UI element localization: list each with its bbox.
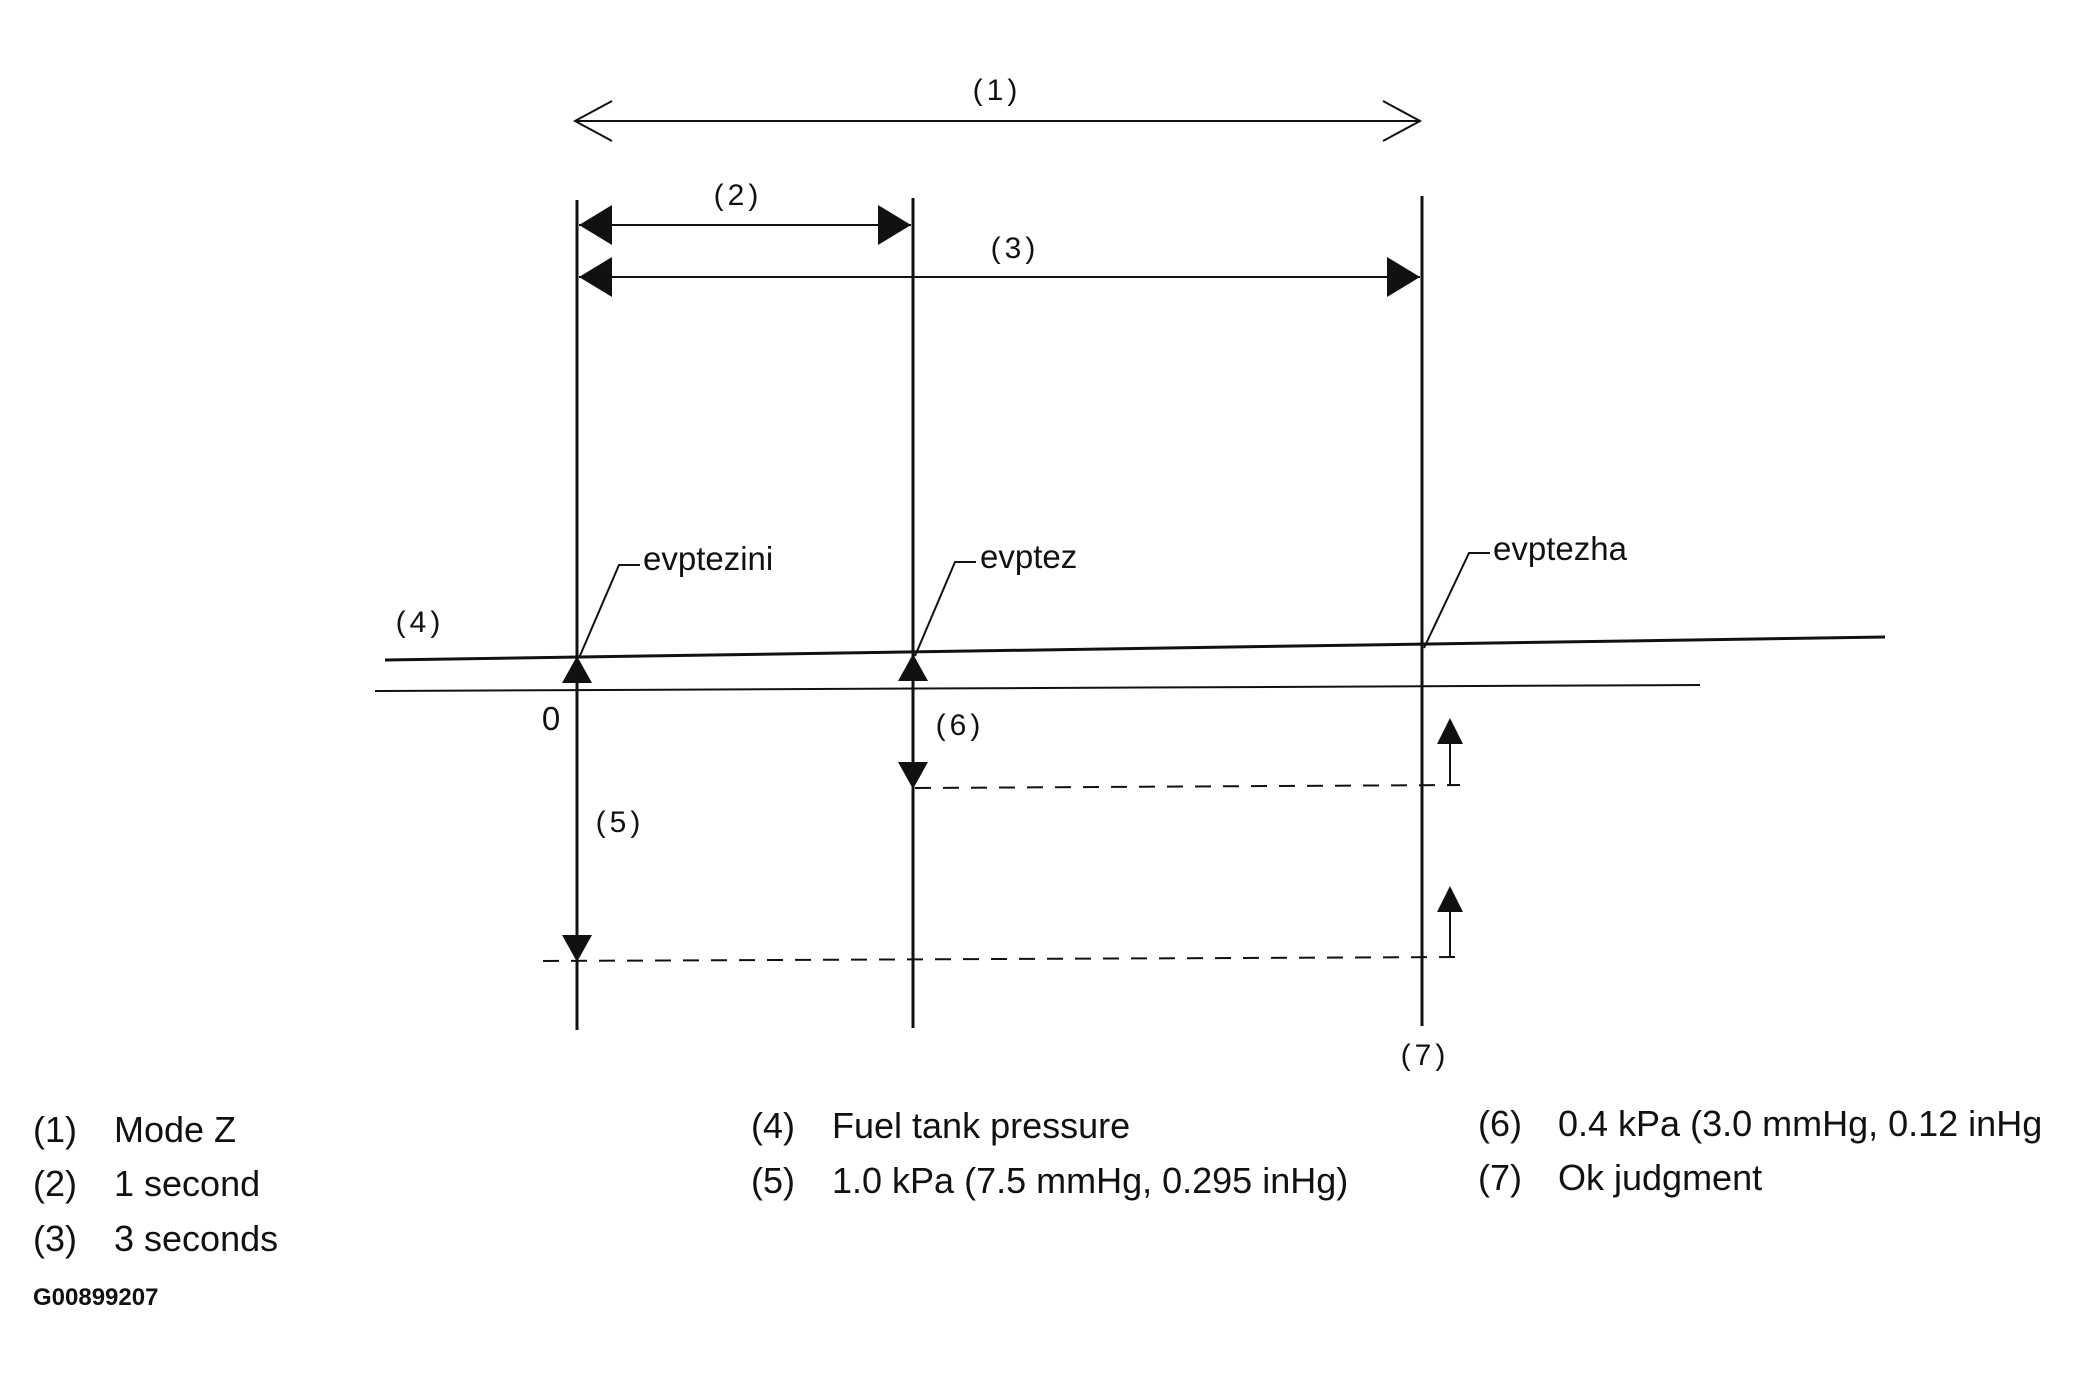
legend-num-3: (3) xyxy=(33,1218,77,1259)
marker-5: (5) xyxy=(596,806,645,839)
marker-6: (6) xyxy=(936,709,985,742)
zero-label: 0 xyxy=(542,700,560,737)
evptezini-point-triangle xyxy=(562,656,592,683)
one-second-right-arrowhead xyxy=(878,205,911,245)
legend-text-5: 1.0 kPa (7.5 mmHg, 0.295 inHg) xyxy=(832,1160,1348,1201)
ok-judgment-lower-arrowhead xyxy=(1437,886,1463,912)
callout-leader-evptezha xyxy=(1423,552,1490,649)
legend-text-4: Fuel tank pressure xyxy=(832,1105,1130,1146)
pressure-drop-1kpa-arrowhead xyxy=(562,935,592,962)
legend-text-3: 3 seconds xyxy=(114,1218,278,1259)
callout-leader-evptezini xyxy=(578,564,640,659)
legend-text-6: 0.4 kPa (3.0 mmHg, 0.12 inHg xyxy=(1558,1103,2042,1144)
marker-7: (7) xyxy=(1401,1039,1450,1072)
marker-3: (3) xyxy=(991,232,1040,265)
evptez-point-triangle xyxy=(898,654,928,681)
callout-evptezha: evptezha xyxy=(1493,530,1628,567)
callout-leader-evptez xyxy=(914,561,976,657)
marker-2: (2) xyxy=(714,179,763,212)
three-seconds-left-arrowhead xyxy=(579,257,612,297)
pressure-drop-04kpa-arrowhead xyxy=(898,762,928,789)
legend-text-7: Ok judgment xyxy=(1558,1157,1762,1198)
mode-z-left-arrowhead xyxy=(572,100,613,142)
figure-code: G00899207 xyxy=(33,1284,158,1311)
zero-baseline xyxy=(374,684,1701,692)
ok-judgment-upper-arrowhead xyxy=(1437,718,1463,744)
fuel-tank-pressure-line xyxy=(384,635,1886,662)
mode-z-right-arrowhead xyxy=(1382,100,1423,142)
legend-num-1: (1) xyxy=(33,1109,77,1150)
legend-text-1: Mode Z xyxy=(114,1109,236,1150)
legend-text-2: 1 second xyxy=(114,1163,260,1204)
threshold-dashed-line-04kpa xyxy=(914,784,1461,789)
legend-num-5: (5) xyxy=(751,1160,795,1201)
callout-evptez: evptez xyxy=(980,538,1077,575)
legend-num-6: (6) xyxy=(1478,1103,1522,1144)
one-second-left-arrowhead xyxy=(579,205,612,245)
marker-4: (4) xyxy=(396,606,445,639)
callout-evptezini: evptezini xyxy=(643,540,773,577)
three-seconds-right-arrowhead xyxy=(1387,257,1420,297)
marker-1: (1) xyxy=(973,74,1022,107)
threshold-dashed-line-1kpa xyxy=(542,956,1461,962)
legend-num-2: (2) xyxy=(33,1163,77,1204)
legend-num-7: (7) xyxy=(1478,1157,1522,1198)
legend-num-4: (4) xyxy=(751,1105,795,1146)
